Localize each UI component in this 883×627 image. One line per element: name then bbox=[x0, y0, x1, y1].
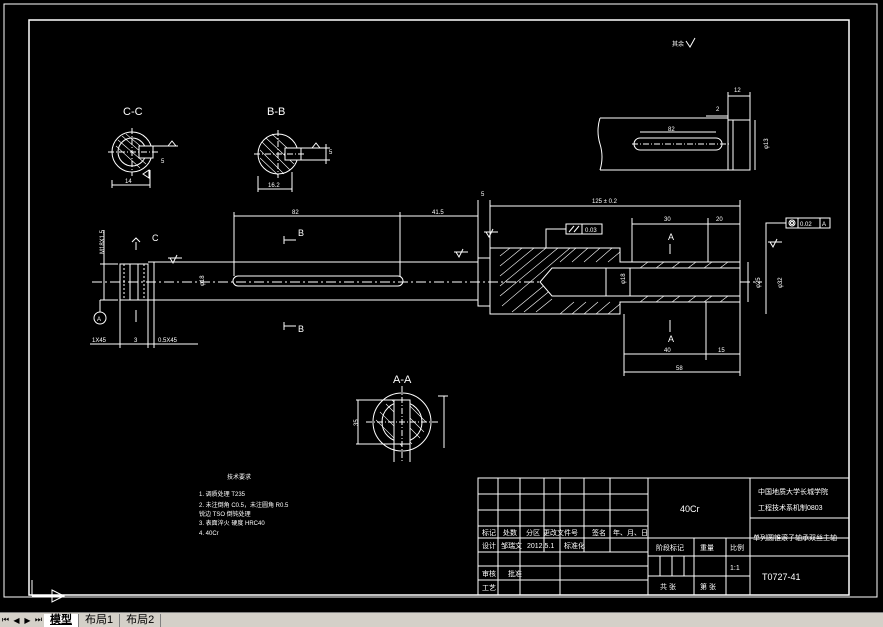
svg-text:标准化: 标准化 bbox=[564, 541, 585, 550]
tab-layout1[interactable]: 布局1 bbox=[79, 613, 121, 627]
svg-text:设计: 设计 bbox=[482, 541, 496, 550]
section-b-b-label: B-B bbox=[267, 106, 285, 118]
svg-text:A: A bbox=[822, 222, 826, 228]
svg-text:40: 40 bbox=[664, 348, 671, 354]
title-block bbox=[477, 477, 850, 596]
surface-roughness-mark: 其余 bbox=[672, 37, 696, 48]
svg-text:20: 20 bbox=[716, 217, 723, 223]
svg-text:2. 未注倒角 C0.5，未注圆角 R0.5: 2. 未注倒角 C0.5，未注圆角 R0.5 bbox=[199, 501, 289, 509]
notes-title: 技术要求 bbox=[227, 473, 251, 481]
ucs-icon bbox=[31, 580, 66, 603]
school-name: 中国地质大学长城学院 bbox=[758, 487, 828, 496]
svg-text:82: 82 bbox=[292, 210, 299, 216]
svg-text:第 张: 第 张 bbox=[700, 582, 716, 591]
svg-text:处数: 处数 bbox=[503, 528, 517, 537]
cad-drawing-canvas[interactable]: 其余 C-C 14 5 B-B 5 16.2 bbox=[0, 0, 883, 612]
svg-text:58: 58 bbox=[676, 366, 683, 372]
svg-text:批准: 批准 bbox=[508, 569, 522, 578]
svg-text:工艺: 工艺 bbox=[482, 584, 496, 592]
first-tab-icon[interactable]: ⏮ bbox=[1, 615, 10, 624]
svg-text:4. 40Cr: 4. 40Cr bbox=[199, 531, 219, 537]
section-b-b: B-B 5 16.2 bbox=[254, 106, 333, 192]
svg-text:锐边 TSO 倒钝处理: 锐边 TSO 倒钝处理 bbox=[199, 510, 251, 518]
svg-text:2012.5.1: 2012.5.1 bbox=[527, 543, 554, 550]
coaxiality-tolerance-frame: 0.02 A bbox=[765, 217, 831, 248]
svg-text:重量: 重量 bbox=[700, 544, 714, 552]
cylindricity-tolerance-frame: 0.03 bbox=[545, 223, 603, 248]
svg-text:2: 2 bbox=[716, 107, 720, 113]
svg-text:1. 调质处理 T235: 1. 调质处理 T235 bbox=[199, 490, 246, 498]
svg-text:φ18: φ18 bbox=[621, 273, 627, 284]
svg-text:分区: 分区 bbox=[526, 528, 540, 537]
svg-text:比例: 比例 bbox=[730, 543, 744, 552]
svg-text:16.2: 16.2 bbox=[268, 183, 280, 189]
material-label: 40Cr bbox=[680, 504, 700, 514]
svg-text:C: C bbox=[152, 233, 159, 243]
svg-text:0.5X45: 0.5X45 bbox=[158, 338, 178, 344]
svg-text:A: A bbox=[668, 232, 674, 242]
svg-text:3: 3 bbox=[134, 338, 138, 344]
svg-text:年、月、日: 年、月、日 bbox=[613, 528, 648, 537]
svg-text:φ25: φ25 bbox=[756, 277, 762, 288]
shaft-main-view: φ18 φ25 φ32 φ18 M18X1.5 A C B B A A bbox=[90, 192, 831, 376]
svg-text:0.03: 0.03 bbox=[585, 228, 597, 234]
class-name: 工程技术系机制0803 bbox=[758, 503, 823, 512]
drawing-number: T0727-41 bbox=[762, 572, 801, 582]
section-c-c-label: C-C bbox=[123, 106, 143, 118]
svg-text:共 张: 共 张 bbox=[660, 582, 676, 591]
svg-text:30: 30 bbox=[664, 217, 671, 223]
svg-text:125 ± 0.2: 125 ± 0.2 bbox=[592, 199, 618, 205]
svg-text:5: 5 bbox=[329, 150, 333, 156]
svg-text:3. 表面淬火 硬度 HRC40: 3. 表面淬火 硬度 HRC40 bbox=[199, 519, 265, 527]
technical-notes: 技术要求 1. 调质处理 T235 2. 未注倒角 C0.5，未注圆角 R0.5… bbox=[199, 473, 289, 537]
svg-text:φ13: φ13 bbox=[764, 138, 770, 149]
inner-frame bbox=[28, 19, 850, 596]
svg-text:35: 35 bbox=[354, 419, 360, 426]
svg-text:φ32: φ32 bbox=[778, 277, 784, 288]
svg-text:12: 12 bbox=[734, 88, 741, 94]
svg-text:A: A bbox=[97, 317, 101, 323]
svg-text:φ18: φ18 bbox=[200, 275, 206, 286]
svg-text:14: 14 bbox=[125, 179, 132, 185]
layout-tab-bar: ⏮ ◀ ▶ ⏭ 模型 布局1 布局2 bbox=[0, 612, 883, 627]
tab-model[interactable]: 模型 bbox=[44, 613, 79, 627]
prev-tab-icon[interactable]: ◀ bbox=[13, 615, 20, 625]
svg-text:签名: 签名 bbox=[592, 528, 606, 537]
svg-text:0.02: 0.02 bbox=[800, 222, 812, 228]
svg-text:A: A bbox=[668, 334, 674, 344]
svg-text:15: 15 bbox=[718, 348, 725, 354]
next-tab-icon[interactable]: ▶ bbox=[24, 615, 31, 625]
svg-text:M18X1.5: M18X1.5 bbox=[100, 229, 106, 254]
svg-text:B: B bbox=[298, 324, 304, 334]
svg-text:标记: 标记 bbox=[482, 528, 496, 537]
svg-text:1:1: 1:1 bbox=[730, 565, 740, 572]
title-block-text: 40Cr 中国地质大学长城学院 工程技术系机制0803 单列圆锥滚子轴承双丝主轴… bbox=[482, 487, 837, 592]
svg-text:更改文件号: 更改文件号 bbox=[543, 528, 578, 537]
tab-layout2[interactable]: 布局2 bbox=[120, 613, 162, 627]
svg-text:41.5: 41.5 bbox=[432, 210, 444, 216]
svg-text:B: B bbox=[298, 228, 304, 238]
svg-text:5: 5 bbox=[161, 159, 165, 165]
svg-text:邹瑞文: 邹瑞文 bbox=[501, 541, 522, 550]
svg-text:5: 5 bbox=[481, 192, 485, 198]
section-c-c: C-C 14 5 bbox=[108, 106, 178, 188]
svg-text:审核: 审核 bbox=[482, 569, 496, 578]
section-a-a: A-A 35 bbox=[354, 374, 448, 462]
keyway-detail-view: 82 12 2 φ13 bbox=[597, 88, 770, 171]
svg-text:1X45: 1X45 bbox=[92, 338, 107, 344]
outer-frame bbox=[3, 3, 878, 598]
last-tab-icon[interactable]: ⏭ bbox=[34, 615, 43, 624]
section-a-a-label: A-A bbox=[393, 374, 412, 386]
svg-text:其余: 其余 bbox=[672, 40, 684, 48]
svg-text:82: 82 bbox=[668, 127, 675, 133]
part-name: 单列圆锥滚子轴承双丝主轴 bbox=[753, 533, 837, 542]
svg-text:阶段标记: 阶段标记 bbox=[656, 543, 684, 552]
